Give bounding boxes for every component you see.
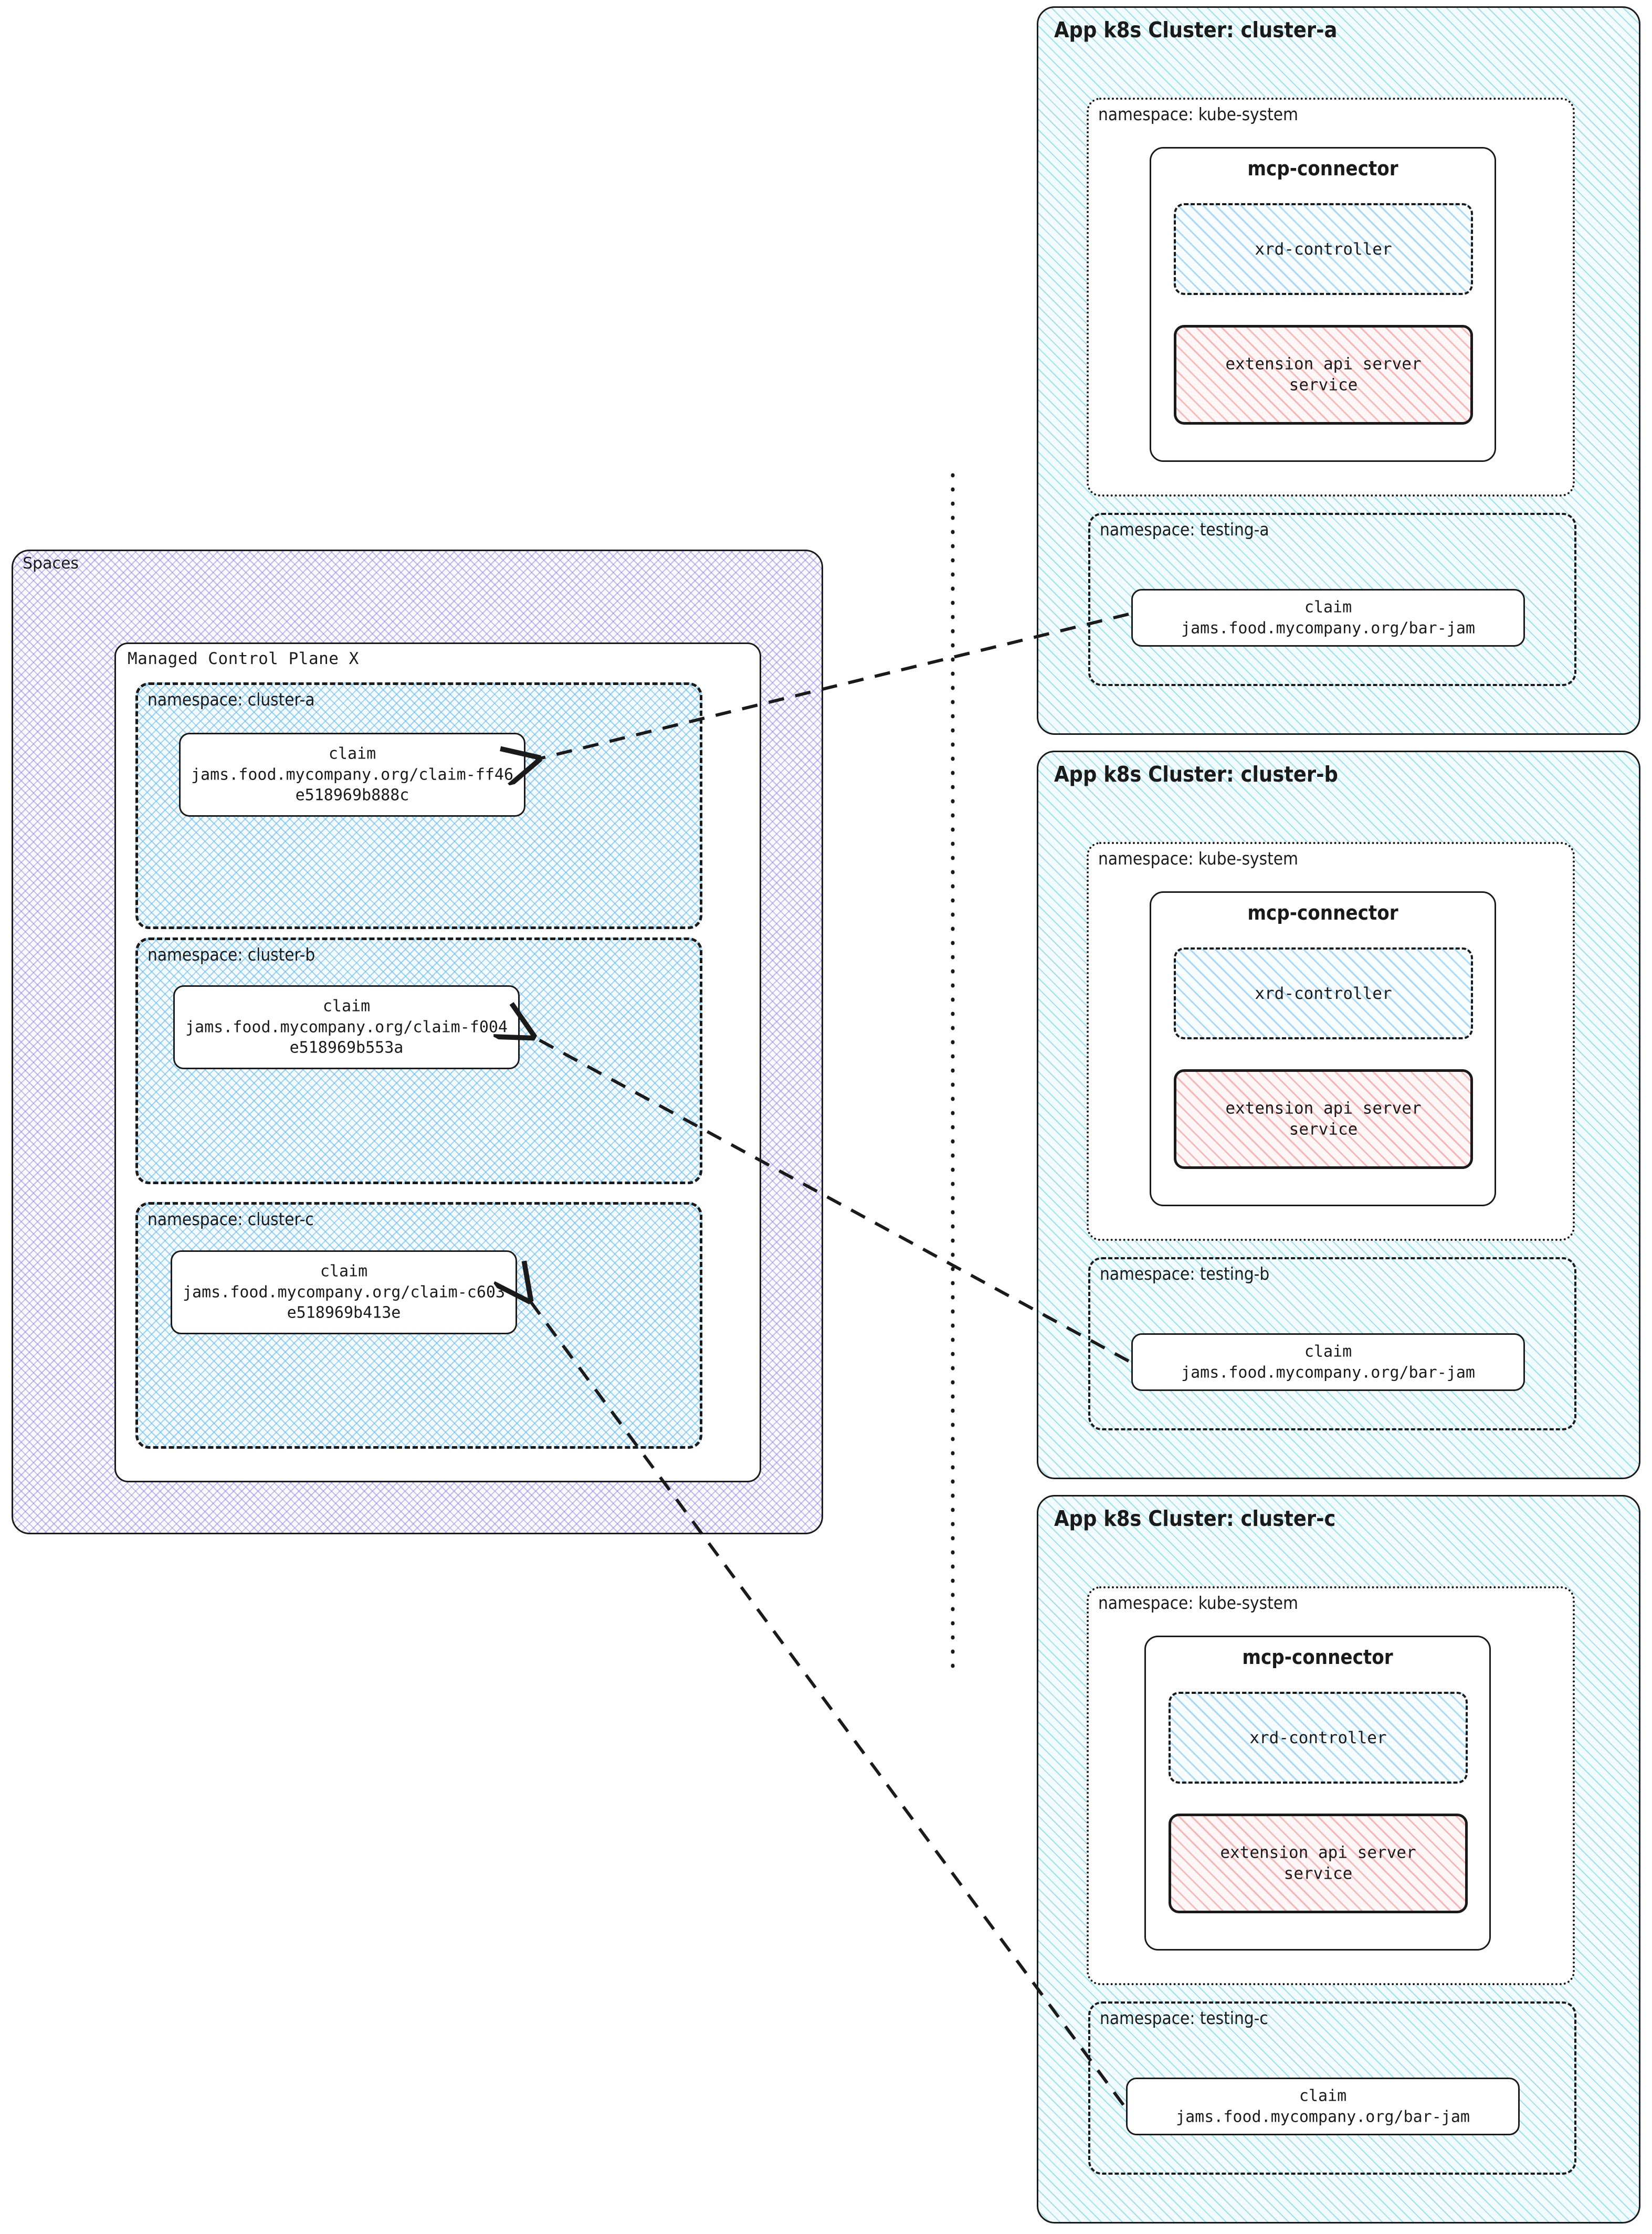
namespace-cluster-c-label: namespace: cluster-c: [148, 1209, 314, 1229]
claim-box-testing-b[interactable]: claim jams.food.mycompany.org/bar-jam: [1131, 1333, 1525, 1391]
claim-box-cluster-c-text: claim jams.food.mycompany.org/claim-c603…: [172, 1261, 515, 1324]
claim-box-testing-a[interactable]: claim jams.food.mycompany.org/bar-jam: [1131, 589, 1525, 647]
extension-api-server-c: extension api server service: [1169, 1814, 1468, 1913]
claim-kind: claim: [328, 744, 376, 763]
xrd-controller-c-label: xrd-controller: [1249, 1728, 1387, 1747]
xrd-controller-c: xrd-controller: [1169, 1692, 1468, 1784]
xrd-controller-a: xrd-controller: [1174, 203, 1473, 295]
extension-api-server-b-label: extension api server service: [1176, 1098, 1470, 1141]
managed-control-plane-label: Managed Control Plane X: [128, 649, 359, 668]
app-cluster-c-title: App k8s Cluster: cluster-c: [1054, 1506, 1336, 1531]
kube-system-namespace-b-label: namespace: kube-system: [1098, 848, 1298, 869]
xrd-controller-a-label: xrd-controller: [1255, 239, 1392, 259]
extension-api-server-a: extension api server service: [1174, 325, 1473, 425]
claim-ref: jams.food.mycompany.org/bar-jam: [1181, 619, 1475, 637]
mcp-connector-b-label: mcp-connector: [1247, 901, 1398, 924]
eas-line2: service: [1289, 376, 1358, 395]
claim-kind: claim: [1304, 1342, 1352, 1361]
claim-ref: jams.food.mycompany.org/claim-c603e51896…: [182, 1283, 506, 1322]
app-cluster-a-title: App k8s Cluster: cluster-a: [1054, 17, 1338, 43]
spaces-label: Spaces: [23, 554, 79, 573]
namespace-cluster-b-label: namespace: cluster-b: [148, 944, 315, 965]
claim-kind: claim: [322, 997, 371, 1016]
mcp-connector-a-label: mcp-connector: [1247, 157, 1398, 180]
claim-box-cluster-a-text: claim jams.food.mycompany.org/claim-ff46…: [181, 744, 524, 806]
claim-box-testing-c-text: claim jams.food.mycompany.org/bar-jam: [1128, 2085, 1518, 2127]
eas-line1: extension api server: [1225, 1099, 1422, 1118]
extension-api-server-a-label: extension api server service: [1176, 354, 1470, 396]
testing-b-namespace-label: namespace: testing-b: [1100, 1263, 1270, 1284]
claim-box-cluster-a[interactable]: claim jams.food.mycompany.org/claim-ff46…: [179, 733, 525, 817]
kube-system-namespace-a-label: namespace: kube-system: [1098, 104, 1298, 124]
extension-api-server-b: extension api server service: [1174, 1069, 1473, 1169]
testing-a-namespace-label: namespace: testing-a: [1100, 519, 1269, 540]
xrd-controller-b-label: xrd-controller: [1255, 984, 1392, 1003]
claim-box-testing-b-text: claim jams.food.mycompany.org/bar-jam: [1133, 1341, 1523, 1383]
claim-ref: jams.food.mycompany.org/bar-jam: [1176, 2107, 1470, 2126]
eas-line2: service: [1289, 1120, 1358, 1139]
claim-ref: jams.food.mycompany.org/bar-jam: [1181, 1363, 1475, 1382]
eas-line1: extension api server: [1225, 354, 1422, 374]
kube-system-namespace-c-label: namespace: kube-system: [1098, 1593, 1298, 1613]
extension-api-server-c-label: extension api server service: [1171, 1842, 1465, 1885]
eas-line2: service: [1283, 1864, 1353, 1883]
eas-line1: extension api server: [1220, 1843, 1416, 1862]
claim-box-cluster-c[interactable]: claim jams.food.mycompany.org/claim-c603…: [171, 1250, 517, 1334]
testing-c-namespace-label: namespace: testing-c: [1100, 2008, 1268, 2028]
claim-box-cluster-b-text: claim jams.food.mycompany.org/claim-f004…: [175, 996, 518, 1059]
mcp-connector-c-label: mcp-connector: [1242, 1646, 1393, 1669]
claim-box-testing-c[interactable]: claim jams.food.mycompany.org/bar-jam: [1126, 2078, 1520, 2135]
claim-kind: claim: [1304, 598, 1352, 617]
app-cluster-b-title: App k8s Cluster: cluster-b: [1054, 762, 1338, 787]
claim-box-cluster-b[interactable]: claim jams.food.mycompany.org/claim-f004…: [173, 985, 520, 1069]
claim-kind: claim: [1299, 2087, 1347, 2105]
claim-ref: jams.food.mycompany.org/claim-ff46e51896…: [191, 765, 514, 805]
namespace-cluster-a-label: namespace: cluster-a: [148, 689, 315, 710]
claim-ref: jams.food.mycompany.org/claim-f004e51896…: [185, 1018, 508, 1057]
claim-box-testing-a-text: claim jams.food.mycompany.org/bar-jam: [1133, 597, 1523, 638]
claim-kind: claim: [320, 1262, 368, 1281]
testing-a-namespace: namespace: testing-a: [1088, 513, 1576, 686]
testing-c-namespace: namespace: testing-c: [1088, 2001, 1576, 2175]
xrd-controller-b: xrd-controller: [1174, 947, 1473, 1039]
